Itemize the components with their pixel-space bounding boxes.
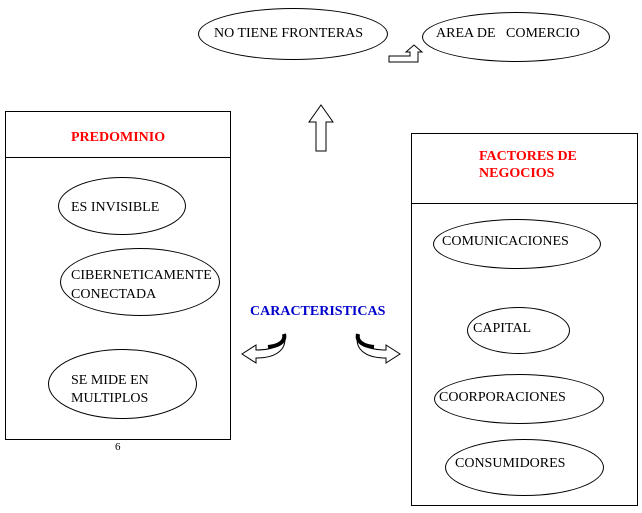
consumidores-ellipse	[445, 439, 604, 496]
ciberneticamente-ellipse	[60, 248, 220, 316]
es-invisible-ellipse	[58, 177, 186, 235]
coorporaciones-label: COORPORACIONES	[439, 390, 566, 405]
se-mide-label-line1: SE MIDE EN	[71, 373, 149, 388]
curved-arrow-left-icon	[241, 333, 287, 364]
ciberneticamente-label-line2: CONECTADA	[71, 287, 157, 302]
comunicaciones-label: COMUNICACIONES	[442, 234, 569, 249]
factores-divider	[411, 203, 638, 204]
bent-arrow-icon	[388, 44, 424, 63]
es-invisible-label: ES INVISIBLE	[71, 200, 160, 215]
capital-ellipse	[467, 307, 570, 354]
no-tiene-fronteras-label: NO TIENE FRONTERAS	[214, 26, 364, 41]
se-mide-label-line2: MULTIPLOS	[71, 391, 149, 406]
coorporaciones-ellipse	[434, 374, 604, 424]
up-arrow-icon	[308, 104, 334, 152]
no-tiene-fronteras-ellipse	[198, 8, 388, 60]
factores-title-line2: NEGOCIOS	[479, 166, 555, 181]
capital-label: CAPITAL	[473, 321, 531, 336]
comunicaciones-ellipse	[433, 219, 601, 269]
area-de-comercio-label: AREA DE COMERCIO	[436, 26, 580, 41]
curved-arrow-right-icon	[355, 333, 401, 364]
caracteristicas-label: CARACTERISTICAS	[250, 304, 386, 319]
predominio-divider	[5, 157, 231, 158]
area-de-comercio-ellipse	[422, 12, 610, 62]
factores-title-line1: FACTORES DE	[479, 149, 577, 164]
ciberneticamente-label-line1: CIBERNETICAMENTE	[71, 268, 212, 283]
se-mide-ellipse	[48, 349, 197, 419]
consumidores-label: CONSUMIDORES	[455, 456, 566, 471]
predominio-title: PREDOMINIO	[71, 130, 166, 145]
page-number: 6	[115, 441, 121, 453]
